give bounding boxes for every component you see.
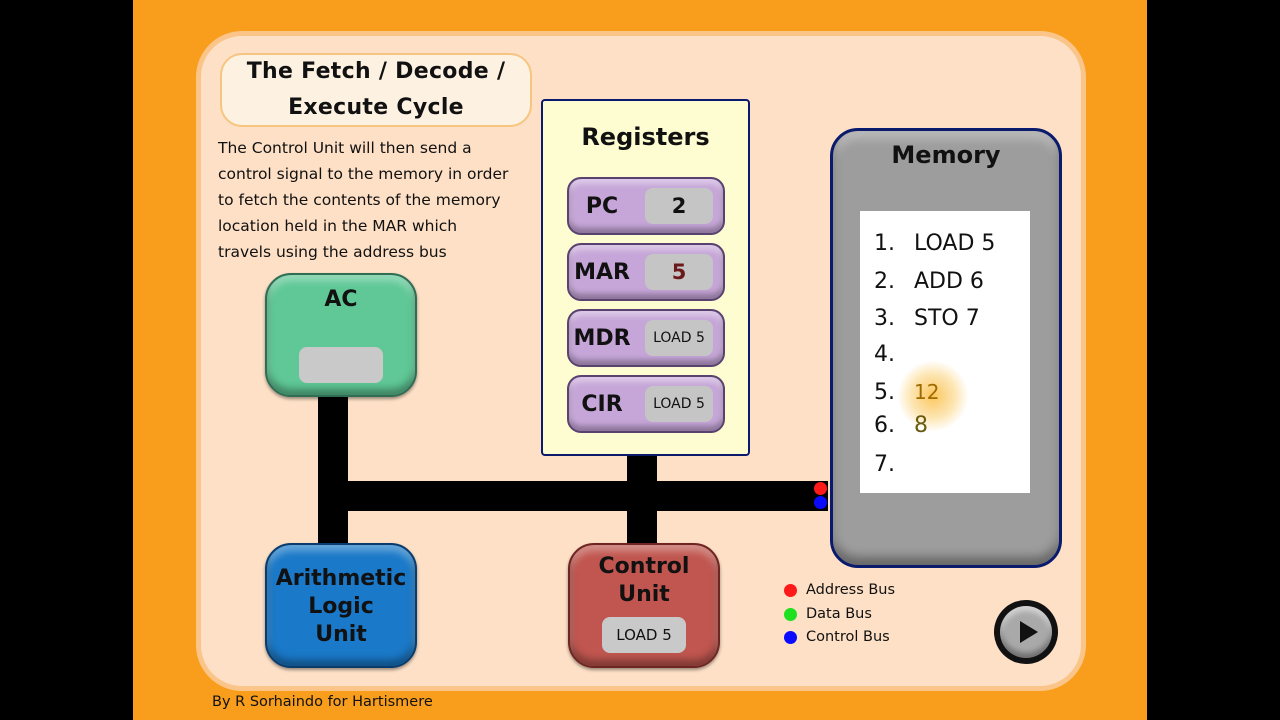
cu-value: LOAD 5 [602,617,686,653]
highlight-glow [898,361,968,431]
register-value: LOAD 5 [645,386,713,422]
registers-panel: Registers PC 2 MAR 5 MDR LOAD 5 CIR LOAD… [541,99,750,456]
bus-horizontal [318,481,828,511]
memory-row: 1.LOAD 5 [874,231,996,256]
legend-item: Data Bus [784,604,895,628]
bus-ac [318,392,348,544]
accumulator: AC [265,273,417,397]
footer-credit: By R Sorhaindo for Hartismere [212,694,433,710]
memory-row: 7. [874,452,895,477]
alu-label-line: Arithmetic [275,566,407,591]
description-line: travels using the address bus [218,243,447,261]
memory-title: Memory [891,141,1001,169]
register-label: PC [585,193,619,219]
memory-list: 1.LOAD 5 2.ADD 6 3.STO 7 4. 5.12 6.8 7. [860,211,1030,493]
memory-row: 5.12 [874,380,940,405]
register-label: MDR [573,325,631,351]
memory-row: 3.STO 7 [874,306,980,331]
ac-value [299,347,383,383]
cu-label-line: Control [598,554,690,579]
legend-dot [784,631,797,644]
description-text: The Control Unit will then send a contro… [218,135,528,265]
bus-registers [627,452,657,544]
legend-item: Address Bus [784,580,895,604]
register-mar: MAR 5 [567,243,725,301]
cu-label-line: Unit [618,582,670,607]
register-value: LOAD 5 [645,320,713,356]
arithmetic-logic-unit: Arithmetic Logic Unit [265,543,417,668]
memory-row: 2.ADD 6 [874,269,984,294]
memory-row: 4. [874,342,895,367]
register-value: 2 [645,188,713,224]
register-mdr: MDR LOAD 5 [567,309,725,367]
legend-dot [784,584,797,597]
address-bus-signal-dot [814,482,827,495]
alu-label-line: Logic [308,594,374,619]
registers-title: Registers [581,123,710,151]
register-cir: CIR LOAD 5 [567,375,725,433]
bus-legend: Address Bus Data Bus Control Bus [784,580,895,651]
register-pc: PC 2 [567,177,725,235]
register-label: CIR [581,391,623,417]
description-line: The Control Unit will then send a [218,139,472,157]
title-line-1: The Fetch / Decode / [246,59,506,84]
description-line: location held in the MAR which [218,217,458,235]
ac-label: AC [324,287,358,312]
play-icon[interactable] [1020,621,1038,643]
control-unit: Control Unit LOAD 5 [568,543,720,668]
register-value: 5 [645,254,713,290]
description-line: to fetch the contents of the memory [218,191,501,209]
register-label: MAR [574,259,630,285]
memory-row: 6.8 [874,413,928,438]
memory-panel: Memory 1.LOAD 5 2.ADD 6 3.STO 7 4. 5.12 … [830,128,1062,568]
control-bus-signal-dot [814,496,827,509]
page-title: The Fetch / Decode / Execute Cycle [220,53,532,127]
description-line: control signal to the memory in order [218,165,509,183]
legend-item: Control Bus [784,627,895,651]
legend-dot [784,607,797,621]
title-line-2: Execute Cycle [288,95,464,120]
alu-label-line: Unit [315,622,367,647]
play-button[interactable] [994,600,1058,664]
